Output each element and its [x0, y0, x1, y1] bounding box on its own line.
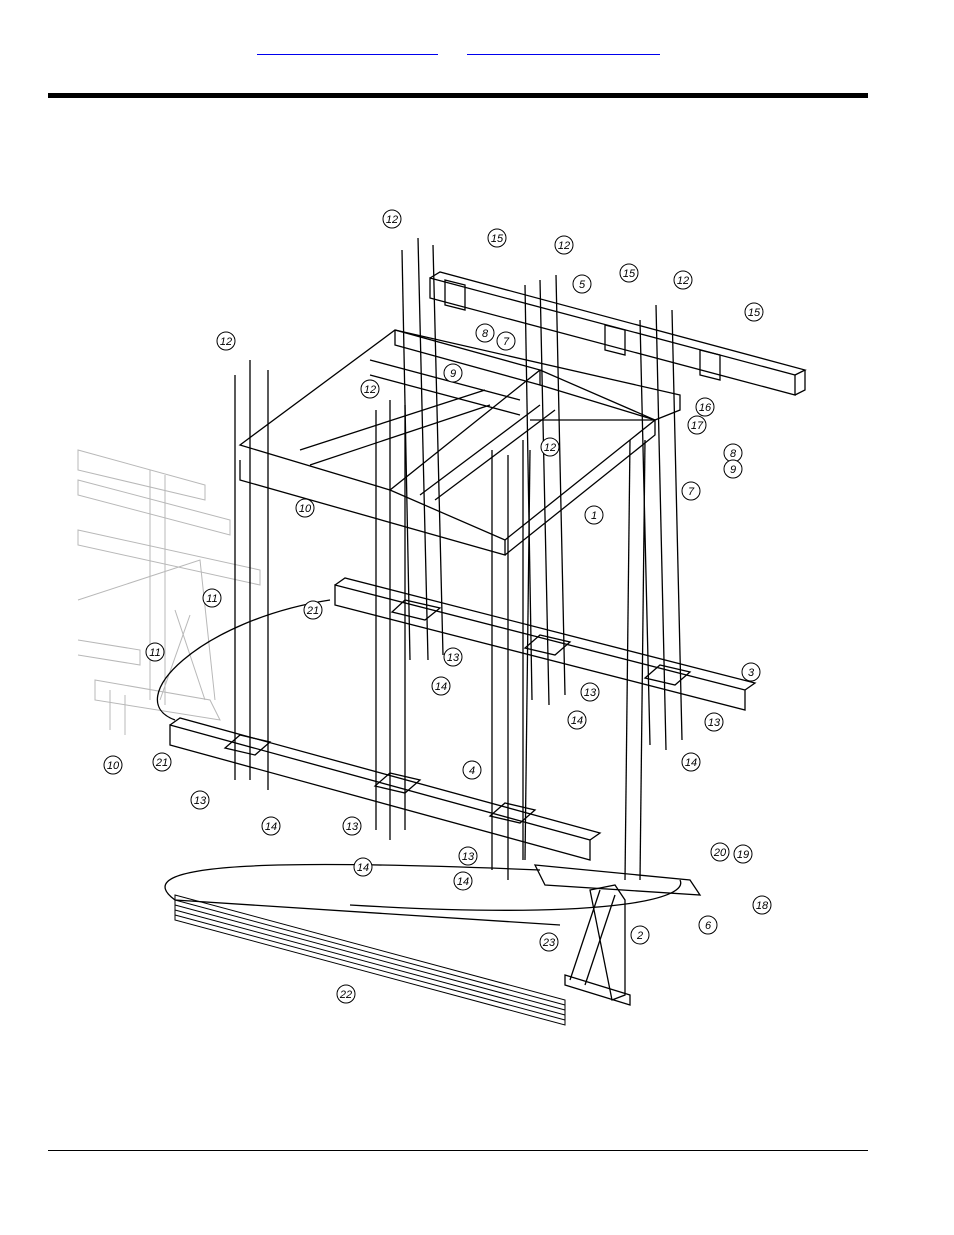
svg-text:10: 10 [107, 760, 120, 772]
svg-text:6: 6 [705, 920, 712, 932]
svg-text:14: 14 [265, 821, 277, 833]
svg-text:7: 7 [503, 336, 510, 348]
svg-text:16: 16 [699, 402, 712, 414]
callout-22: 22 [337, 985, 355, 1003]
svg-text:14: 14 [457, 876, 469, 888]
callout-10b: 10 [104, 756, 122, 774]
svg-text:21: 21 [155, 757, 168, 769]
svg-text:14: 14 [357, 862, 369, 874]
callout-16: 16 [696, 398, 714, 416]
callout-12c: 12 [674, 271, 692, 289]
background-machine [78, 450, 260, 735]
svg-text:22: 22 [339, 989, 352, 1001]
callout-14f: 14 [454, 872, 472, 890]
svg-text:14: 14 [571, 715, 583, 727]
callout-14e: 14 [354, 858, 372, 876]
callout-1: 1 [585, 506, 603, 524]
svg-text:14: 14 [435, 681, 447, 693]
callout-12f: 12 [541, 438, 559, 456]
svg-text:13: 13 [462, 851, 475, 863]
svg-text:13: 13 [194, 795, 207, 807]
callout-19: 19 [734, 845, 752, 863]
callout-11a: 11 [203, 589, 221, 607]
callout-3: 3 [742, 663, 760, 681]
callout-12e: 12 [361, 380, 379, 398]
callout-13f: 13 [459, 847, 477, 865]
svg-text:12: 12 [220, 336, 232, 348]
callout-2: 2 [631, 926, 649, 944]
callout-13c: 13 [705, 713, 723, 731]
svg-text:13: 13 [584, 687, 597, 699]
callout-11b: 11 [146, 643, 164, 661]
callout-13a: 13 [444, 648, 462, 666]
svg-text:13: 13 [708, 717, 721, 729]
callout-7a: 7 [497, 332, 515, 350]
svg-text:12: 12 [544, 442, 556, 454]
callout-17: 17 [688, 416, 706, 434]
svg-text:4: 4 [469, 765, 475, 777]
callout-21a: 21 [304, 601, 322, 619]
callout-13e: 13 [343, 817, 361, 835]
callout-6: 6 [699, 916, 717, 934]
callout-14b: 14 [568, 711, 586, 729]
svg-text:12: 12 [386, 214, 398, 226]
part-22 [175, 895, 565, 1025]
footer-rule [48, 1150, 868, 1151]
callout-14c: 14 [682, 753, 700, 771]
svg-text:19: 19 [737, 849, 749, 861]
svg-text:15: 15 [491, 233, 504, 245]
svg-text:18: 18 [756, 900, 769, 912]
svg-text:12: 12 [677, 275, 689, 287]
svg-text:23: 23 [542, 937, 556, 949]
svg-text:15: 15 [623, 268, 636, 280]
svg-text:20: 20 [713, 847, 727, 859]
callout-20: 20 [711, 843, 729, 861]
svg-text:9: 9 [730, 464, 736, 476]
callout-9b: 9 [724, 460, 742, 478]
svg-text:1: 1 [591, 510, 597, 522]
callout-23: 23 [540, 933, 558, 951]
svg-text:8: 8 [730, 448, 737, 460]
svg-text:10: 10 [299, 503, 312, 515]
callout-12a: 12 [383, 210, 401, 228]
svg-text:21: 21 [306, 605, 319, 617]
frame-lines [157, 238, 805, 1005]
svg-text:12: 12 [558, 240, 570, 252]
callout-14a: 14 [432, 677, 450, 695]
callout-12b: 12 [555, 236, 573, 254]
svg-text:3: 3 [748, 667, 755, 679]
callout-12d: 12 [217, 332, 235, 350]
callout-8b: 8 [724, 444, 742, 462]
callouts: 1 2 3 4 5 6 7 7 8 8 9 9 10 10 11 11 12 1… [104, 210, 771, 1003]
callout-15c: 15 [745, 303, 763, 321]
svg-text:15: 15 [748, 307, 761, 319]
callout-14d: 14 [262, 817, 280, 835]
callout-4: 4 [463, 761, 481, 779]
callout-7b: 7 [682, 482, 700, 500]
svg-text:12: 12 [364, 384, 376, 396]
callout-18: 18 [753, 896, 771, 914]
callout-5: 5 [573, 275, 591, 293]
svg-text:8: 8 [482, 328, 489, 340]
callout-15b: 15 [620, 264, 638, 282]
svg-text:5: 5 [579, 279, 586, 291]
svg-text:11: 11 [149, 647, 160, 659]
callout-9a: 9 [444, 364, 462, 382]
svg-text:2: 2 [636, 930, 643, 942]
callout-13b: 13 [581, 683, 599, 701]
callout-13d: 13 [191, 791, 209, 809]
callout-8a: 8 [476, 324, 494, 342]
svg-text:13: 13 [447, 652, 460, 664]
callout-15a: 15 [488, 229, 506, 247]
callout-10a: 10 [296, 499, 314, 517]
svg-text:7: 7 [688, 486, 695, 498]
svg-text:17: 17 [691, 420, 704, 432]
svg-text:11: 11 [206, 593, 217, 605]
svg-text:13: 13 [346, 821, 359, 833]
svg-text:14: 14 [685, 757, 697, 769]
svg-text:9: 9 [450, 368, 456, 380]
callout-21b: 21 [153, 753, 171, 771]
